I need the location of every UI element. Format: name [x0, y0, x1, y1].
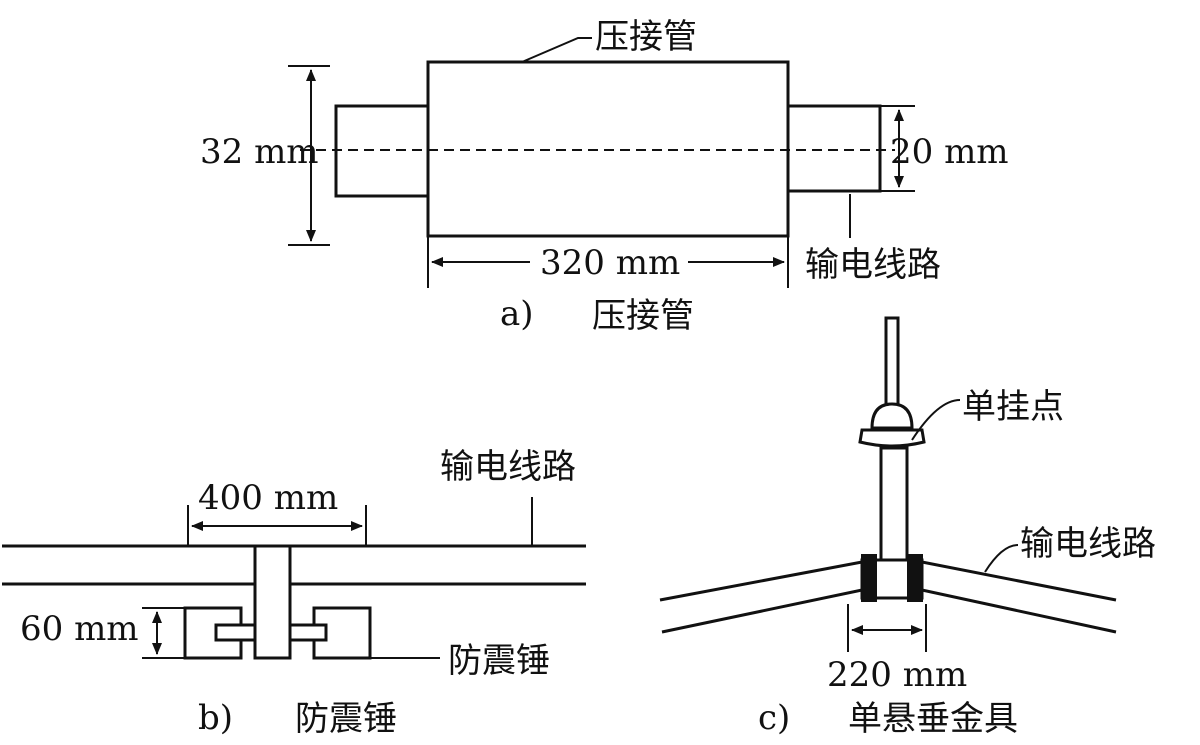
hanger-rod-top: [884, 316, 900, 408]
leader-line-c: [984, 544, 1019, 573]
panel-b: 400 mm 60 mm 输电线路 防震锤 b) 防震锤: [2, 447, 586, 739]
label-line-b: 输电线路: [440, 447, 576, 487]
panel-a: 32 mm 20 mm 320 mm 压接管 输电线路 a) 压接管: [200, 17, 1009, 336]
caption-a: 压接管: [592, 296, 694, 336]
label-line-a: 输电线路: [805, 245, 941, 285]
label-crimp-tube: 压接管: [595, 17, 697, 57]
caption-letter-c: c): [758, 698, 790, 738]
conductor-right-end: [784, 104, 882, 193]
dim-diameter-label: 32 mm: [200, 132, 319, 172]
clamp-bolt-left: [861, 554, 877, 602]
leader-crimp-tube: [521, 37, 592, 63]
panel-c: 220 mm 单挂点 输电线路 c) 单悬垂金具: [659, 316, 1156, 739]
label-hang-point: 单挂点: [962, 387, 1064, 427]
dim-line-diameter-label: 20 mm: [890, 132, 1009, 172]
damper-clamp: [253, 544, 292, 660]
damper-rod-left: [214, 623, 262, 642]
label-line-c: 输电线路: [1020, 524, 1156, 564]
leader-hang-point: [911, 399, 961, 441]
clamp-bolt-right: [907, 554, 923, 602]
dim-length-label: 320 mm: [540, 243, 680, 283]
caption-letter-b: b): [198, 698, 233, 738]
caption-c: 单悬垂金具: [848, 699, 1018, 739]
dim-width-label: 220 mm: [827, 655, 967, 695]
label-damper: 防震锤: [448, 641, 550, 681]
dim-spacing-label: 400 mm: [198, 478, 338, 518]
caption-b: 防震锤: [295, 699, 397, 739]
hanger-rod-bottom: [879, 446, 909, 562]
insulator-skirt: [858, 428, 926, 448]
insulator-cap: [870, 402, 914, 430]
dim-height-label: 60 mm: [20, 609, 139, 649]
caption-letter-a: a): [500, 294, 534, 334]
